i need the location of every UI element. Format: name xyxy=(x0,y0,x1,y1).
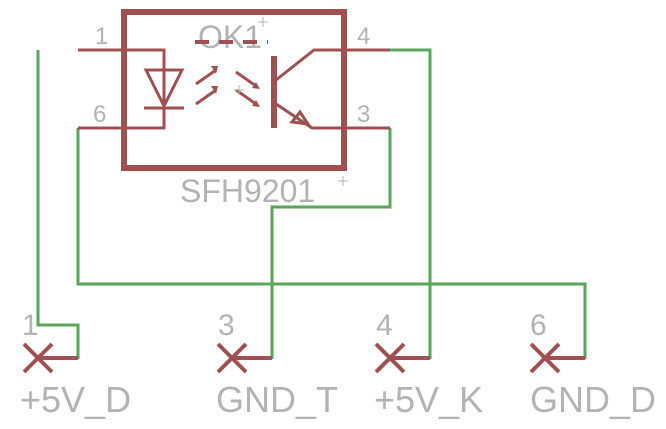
led-diode-icon xyxy=(124,48,185,130)
x-mark-icon xyxy=(22,342,78,374)
pin-number-3: 3 xyxy=(357,101,370,128)
terminal-5v-k[interactable]: 4 +5V_K xyxy=(374,309,483,420)
wires xyxy=(36,48,587,359)
terminal-label: GND_D xyxy=(530,379,656,420)
wire-pin3-to-gnd-t xyxy=(270,128,392,359)
origin-marks xyxy=(234,17,348,186)
terminal-gnd-t[interactable]: 3 GND_T xyxy=(216,309,338,420)
terminal-gnd-d[interactable]: 6 GND_D xyxy=(529,309,656,420)
terminal-number: 1 xyxy=(22,309,39,342)
wire-pin6-to-gnd-d xyxy=(76,128,587,359)
pin-number-1: 1 xyxy=(95,23,108,50)
terminal-label: +5V_K xyxy=(374,379,483,420)
pin-number-6: 6 xyxy=(93,101,106,128)
wire-pin4-to-5v-k xyxy=(390,48,432,359)
part-name: OK1 xyxy=(198,19,262,55)
x-mark-icon xyxy=(529,342,585,374)
terminal-number: 4 xyxy=(376,309,393,342)
wire-pin1-to-5v-d xyxy=(36,50,80,359)
terminal-label: GND_T xyxy=(216,379,338,420)
optocoupler-outline xyxy=(121,9,347,171)
optocoupler-ok1[interactable]: OK1 SFH9201 1 6 4 3 xyxy=(78,9,390,209)
phototransistor-icon xyxy=(271,48,344,130)
x-mark-icon xyxy=(374,342,430,374)
terminal-number: 6 xyxy=(530,309,547,342)
pin-number-4: 4 xyxy=(357,23,370,50)
terminal-number: 3 xyxy=(218,309,235,342)
light-arrows-icon xyxy=(195,66,260,107)
terminal-5v-d[interactable]: 1 +5V_D xyxy=(20,309,131,420)
part-value: SFH9201 xyxy=(180,173,315,209)
x-mark-icon xyxy=(216,342,272,374)
terminal-label: +5V_D xyxy=(20,379,131,420)
